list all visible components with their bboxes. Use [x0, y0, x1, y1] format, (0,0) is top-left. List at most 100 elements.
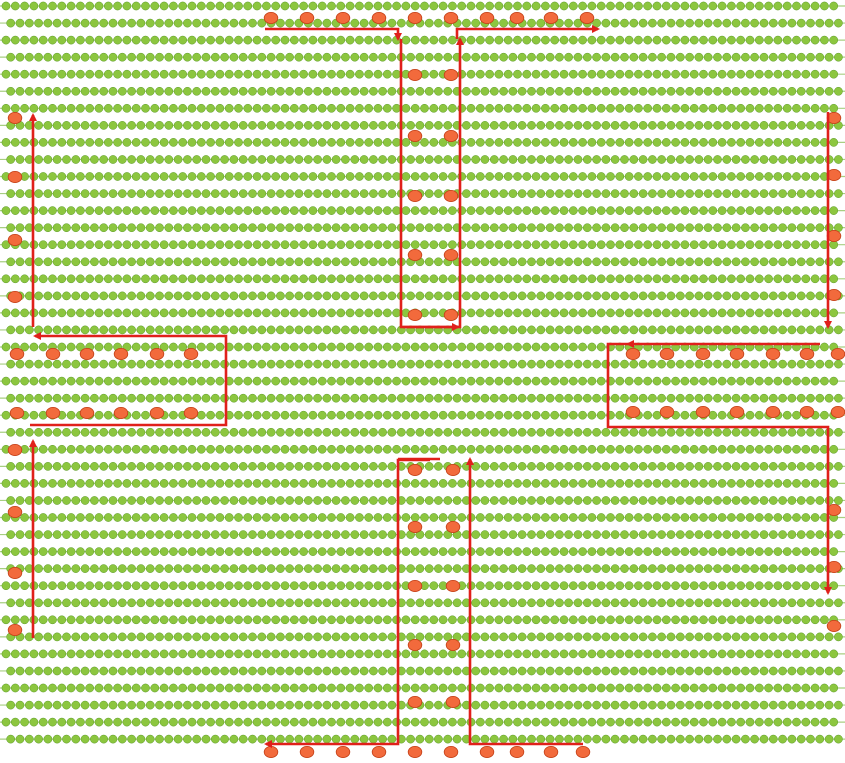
- grid-node: [202, 53, 210, 61]
- grid-node: [188, 479, 196, 487]
- grid-node: [458, 513, 466, 521]
- grid-node: [221, 667, 229, 675]
- grid-node: [472, 87, 480, 95]
- grid-node: [300, 616, 308, 624]
- grid-node: [276, 496, 284, 504]
- grid-node: [21, 479, 29, 487]
- grid-node: [504, 343, 512, 351]
- grid-node: [100, 701, 108, 709]
- grid-node: [323, 565, 331, 573]
- grid-node: [402, 411, 410, 419]
- grid-node: [574, 428, 582, 436]
- grid-node: [639, 190, 647, 198]
- grid-node: [244, 70, 252, 78]
- grid-node: [648, 190, 656, 198]
- grid-node: [816, 258, 824, 266]
- grid-node: [155, 735, 163, 743]
- grid-node: [541, 104, 549, 112]
- grid-node: [35, 667, 43, 675]
- grid-node: [21, 138, 29, 146]
- grid-node: [648, 667, 656, 675]
- grid-node: [234, 104, 242, 112]
- grid-node: [193, 599, 201, 607]
- grid-node: [160, 2, 168, 10]
- grid-node: [472, 633, 480, 641]
- grid-node: [727, 445, 735, 453]
- grid-node: [695, 531, 703, 539]
- grid-node: [393, 343, 401, 351]
- grid-node: [67, 582, 75, 590]
- grid-node: [774, 377, 782, 385]
- grid-node: [811, 650, 819, 658]
- grid-node: [620, 633, 628, 641]
- grid-node: [704, 190, 712, 198]
- grid-node: [104, 275, 112, 283]
- grid-node: [360, 292, 368, 300]
- grid-node: [281, 445, 289, 453]
- grid-node: [606, 650, 614, 658]
- grid-node: [407, 360, 415, 368]
- grid-node: [769, 633, 777, 641]
- grid-node: [35, 496, 43, 504]
- grid-node: [723, 462, 731, 470]
- grid-node: [193, 667, 201, 675]
- grid-node: [755, 104, 763, 112]
- grid-node: [639, 87, 647, 95]
- grid-node: [323, 19, 331, 27]
- grid-node: [81, 326, 89, 334]
- grid-node: [527, 667, 535, 675]
- grid-node: [551, 2, 559, 10]
- grid-node: [788, 360, 796, 368]
- grid-node: [327, 411, 335, 419]
- grid-node: [606, 36, 614, 44]
- grid-node: [769, 462, 777, 470]
- grid-node: [211, 633, 219, 641]
- grid-node: [100, 19, 108, 27]
- grid-node: [374, 104, 382, 112]
- grid-node: [351, 121, 359, 129]
- grid-node: [741, 224, 749, 232]
- grid-node: [648, 258, 656, 266]
- grid-node: [193, 531, 201, 539]
- grid-node: [741, 428, 749, 436]
- grid-node: [327, 138, 335, 146]
- grid-node: [523, 343, 531, 351]
- grid-node: [151, 104, 159, 112]
- grid-node: [267, 633, 275, 641]
- grid-node: [169, 207, 177, 215]
- grid-node: [221, 735, 229, 743]
- grid-node: [551, 479, 559, 487]
- grid-node: [425, 292, 433, 300]
- grid-node: [476, 445, 484, 453]
- grid-node: [658, 292, 666, 300]
- grid-node: [160, 513, 168, 521]
- grid-node: [11, 309, 19, 317]
- grid-node: [393, 309, 401, 317]
- node-grid: [0, 2, 845, 743]
- grid-node: [760, 87, 768, 95]
- grid-node: [532, 616, 540, 624]
- grid-node: [193, 360, 201, 368]
- grid-node: [253, 582, 261, 590]
- grid-node: [179, 718, 187, 726]
- grid-node: [30, 718, 38, 726]
- grid-node: [7, 496, 15, 504]
- grid-node: [500, 701, 508, 709]
- grid-node: [402, 207, 410, 215]
- grid-node: [188, 138, 196, 146]
- grid-node: [290, 343, 298, 351]
- grid-node: [300, 718, 308, 726]
- grid-node: [699, 650, 707, 658]
- marked-node: [184, 407, 198, 418]
- grid-node: [11, 616, 19, 624]
- grid-node: [39, 104, 47, 112]
- grid-node: [2, 616, 10, 624]
- grid-node: [114, 377, 122, 385]
- grid-node: [72, 667, 80, 675]
- grid-node: [676, 360, 684, 368]
- grid-node: [276, 428, 284, 436]
- grid-node: [546, 258, 554, 266]
- grid-node: [769, 599, 777, 607]
- grid-node: [346, 411, 354, 419]
- grid-node: [72, 121, 80, 129]
